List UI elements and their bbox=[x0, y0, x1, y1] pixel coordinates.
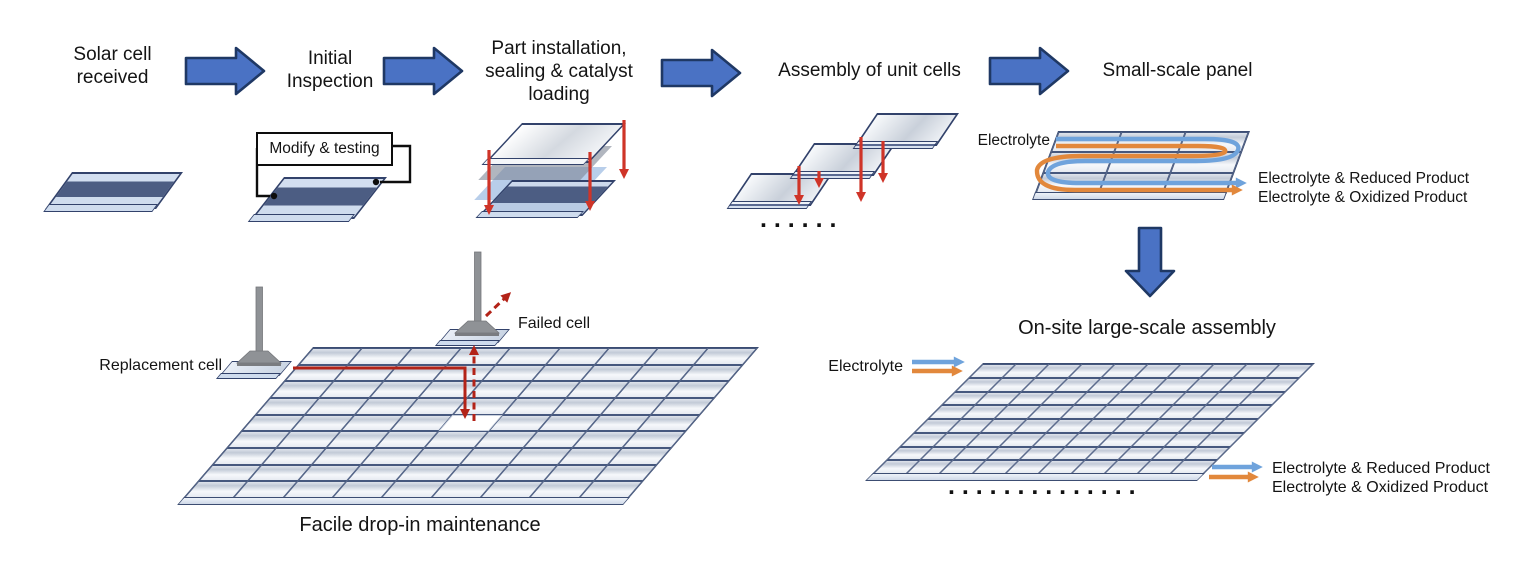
stack-top-plate bbox=[484, 123, 626, 163]
maintenance-panel-edge bbox=[177, 497, 631, 505]
modify-testing-box: Modify & testing bbox=[256, 132, 393, 166]
large-panel-ellipsis: . . . . . . . . . . . . . . bbox=[948, 472, 1136, 500]
failed-cell-slab-edge bbox=[434, 340, 500, 346]
small-panel-grid bbox=[1034, 131, 1250, 194]
large-panel-grid bbox=[871, 363, 1315, 475]
failed-cell-label: Failed cell bbox=[518, 315, 591, 332]
large-panel-output-oxidized: Electrolyte & Oxidized Product bbox=[1272, 479, 1489, 496]
unit-cell-3-edge bbox=[852, 141, 938, 149]
panel-cell bbox=[1035, 172, 1107, 193]
small-panel-electrolyte-label: Electrolyte bbox=[977, 132, 1050, 149]
stack-bottom-cell-edge bbox=[475, 211, 584, 218]
panel-cell bbox=[1099, 172, 1171, 193]
failed-tool-rod bbox=[474, 251, 482, 328]
stack-top-plate-edge bbox=[481, 158, 590, 165]
replacement-cell-label: Replacement cell bbox=[99, 357, 222, 374]
step-label-part-installation: Part installation, sealing & catalyst lo… bbox=[485, 38, 633, 105]
failed-remove-arrow bbox=[484, 292, 512, 318]
panel-cell bbox=[1106, 152, 1178, 173]
large-panel-electrolyte-label: Electrolyte bbox=[828, 358, 903, 375]
panel-cell bbox=[1170, 152, 1242, 173]
panel-cell bbox=[1043, 152, 1115, 173]
flow-arrow-1 bbox=[184, 46, 266, 96]
panel-cell bbox=[1162, 172, 1234, 193]
step-label-initial-inspection: Initial Inspection bbox=[286, 48, 374, 92]
flow-arrow-4 bbox=[988, 46, 1070, 96]
step-label-assembly-unit-cells: Assembly of unit cells bbox=[778, 60, 961, 81]
panel-cell bbox=[1177, 132, 1249, 153]
replacement-cell-slab-edge bbox=[215, 373, 281, 379]
small-panel-edge bbox=[1032, 192, 1227, 200]
down-arrow bbox=[1124, 226, 1176, 298]
step-label-solar-cell-received: Solar cell received bbox=[73, 44, 152, 88]
flow-arrow-3 bbox=[660, 48, 742, 98]
solar-cell-received-edge bbox=[43, 204, 158, 212]
small-panel-output-reduced: Electrolyte & Reduced Product bbox=[1258, 170, 1470, 187]
maintenance-caption: Facile drop-in maintenance bbox=[299, 514, 541, 536]
inspected-cell-edge bbox=[247, 214, 355, 222]
small-panel-output-oxidized: Electrolyte & Oxidized Product bbox=[1258, 189, 1468, 206]
panel-cell bbox=[1114, 132, 1186, 153]
large-panel-output-reduced: Electrolyte & Reduced Product bbox=[1272, 460, 1490, 477]
panel-cell bbox=[1051, 132, 1122, 153]
unit-cell-2-edge bbox=[789, 171, 875, 179]
modify-testing-label: Modify & testing bbox=[269, 140, 380, 157]
replacement-tool-rod bbox=[255, 286, 263, 354]
unit-cells-ellipsis: . . . . . . bbox=[760, 205, 837, 233]
inspected-cell bbox=[251, 177, 387, 219]
step-label-small-scale-panel: Small-scale panel bbox=[1102, 60, 1253, 81]
onsite-assembly-title: On-site large-scale assembly bbox=[1018, 317, 1276, 339]
